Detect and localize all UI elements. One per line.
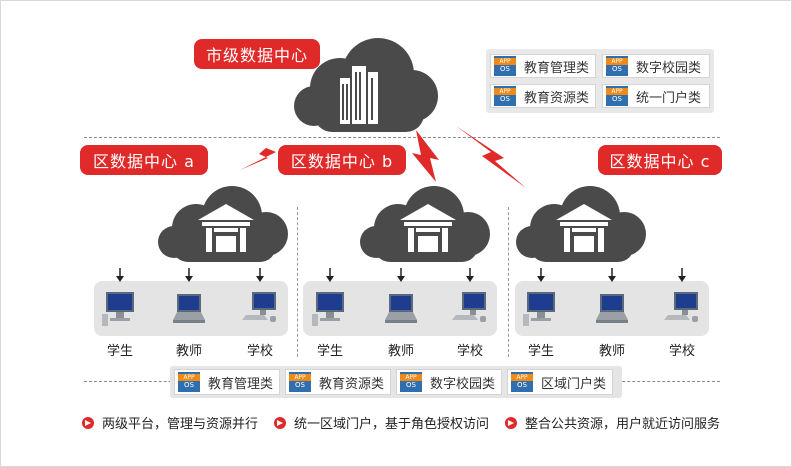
column-divider-2: [508, 207, 509, 357]
red-arrow-bullet-icon: [505, 416, 517, 429]
feature-item: 整合公共资源，用户就近访问服务: [505, 413, 720, 432]
laptop-computer-icon: [169, 290, 209, 326]
feature-item: 两级平台，管理与资源并行: [82, 413, 258, 432]
device-label: 学生: [316, 344, 343, 359]
city-center-label: 市级数据中心: [194, 39, 320, 69]
district-a-label: 区数据中心 a: [80, 145, 208, 175]
down-arrow-icon: [396, 267, 406, 282]
workstation-computer-icon: [240, 290, 280, 326]
bolt-to-b: [412, 130, 439, 182]
desktop-computer-icon: [521, 290, 561, 326]
laptop-computer-icon: [381, 290, 421, 326]
down-arrow-icon: [115, 267, 125, 282]
desktop-computer-icon: [310, 290, 350, 326]
device-label: 教师: [387, 344, 414, 359]
down-arrow-icon: [255, 267, 265, 282]
down-arrow-icon: [465, 267, 475, 282]
device-label: 教师: [598, 344, 625, 359]
down-arrow-icon: [677, 267, 687, 282]
device-label: 学生: [106, 344, 133, 359]
device-label: 学校: [456, 344, 483, 359]
device-label: 学生: [527, 344, 554, 359]
upper-divider: [84, 137, 720, 138]
desktop-computer-icon: [100, 290, 140, 326]
district-cloud-b: [360, 186, 490, 262]
red-arrow-bullet-icon: [274, 416, 286, 429]
school-icon: [198, 204, 254, 252]
workstation-computer-icon: [450, 290, 490, 326]
laptop-computer-icon: [592, 290, 632, 326]
district-c-label: 区数据中心 c: [598, 145, 722, 175]
down-arrow-icon: [184, 267, 194, 282]
column-divider-1: [297, 207, 298, 357]
workstation-computer-icon: [662, 290, 702, 326]
feature-item: 统一区域门户，基于角色授权访问: [274, 413, 489, 432]
district-cloud-c: [516, 186, 646, 262]
city-cloud: [294, 38, 438, 132]
device-label: 教师: [175, 344, 202, 359]
device-label: 学校: [668, 344, 695, 359]
school-icon: [400, 204, 456, 252]
down-arrow-icon: [536, 267, 546, 282]
district-cloud-a: [158, 186, 288, 262]
red-arrow-bullet-icon: [82, 416, 94, 429]
school-icon: [556, 204, 612, 252]
bolt-to-c: [456, 126, 526, 188]
down-arrow-icon: [325, 267, 335, 282]
district-b-label: 区数据中心 b: [278, 145, 406, 175]
down-arrow-icon: [607, 267, 617, 282]
device-label: 学校: [246, 344, 273, 359]
